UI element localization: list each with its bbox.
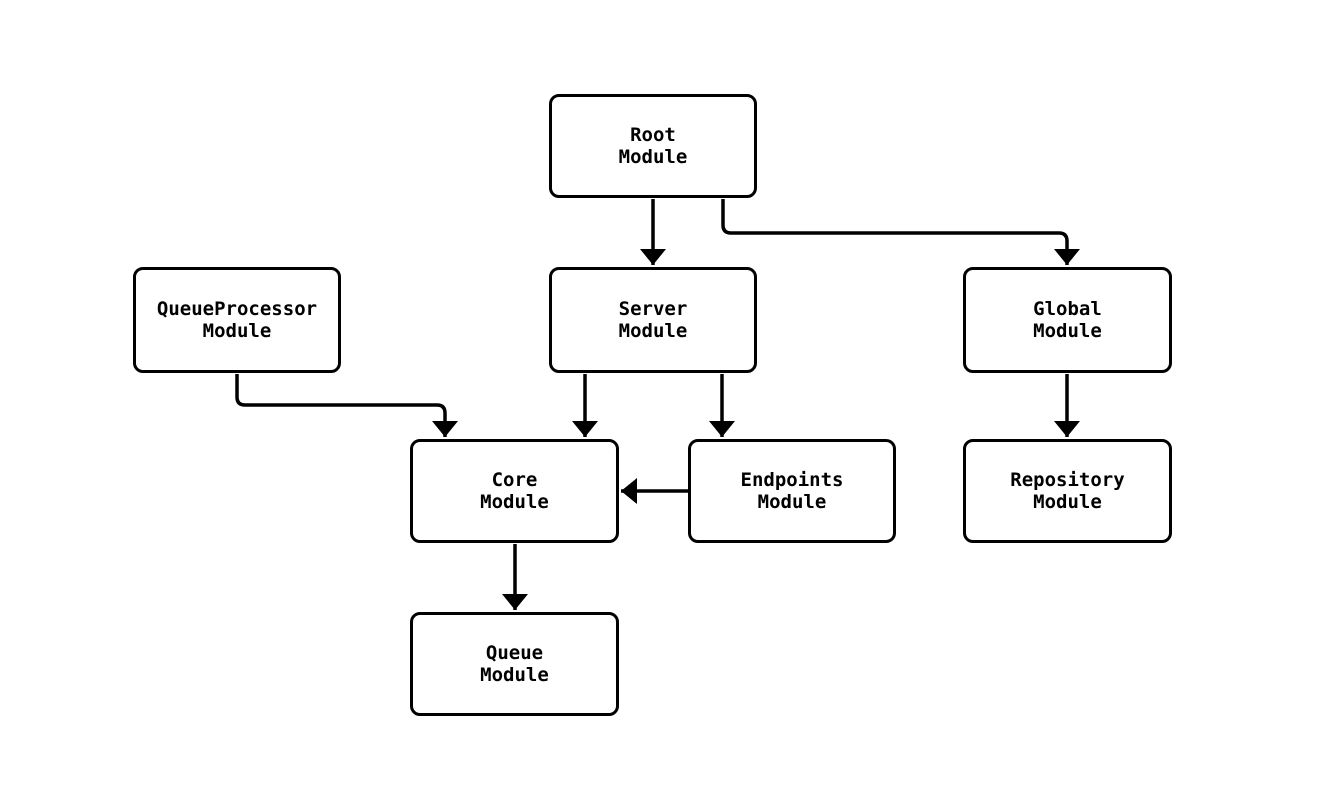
node-server-module-label: Server Module xyxy=(618,298,688,342)
node-queueprocessor-module: QueueProcessor Module xyxy=(133,267,341,373)
node-endpoints-module: Endpoints Module xyxy=(688,439,896,543)
node-repository-module-label: Repository Module xyxy=(1010,469,1125,513)
node-queueprocessor-module-label: QueueProcessor Module xyxy=(156,298,318,342)
node-core-module: Core Module xyxy=(410,439,619,543)
node-queue-module-label: Queue Module xyxy=(480,642,549,686)
node-server-module: Server Module xyxy=(549,267,757,373)
edge-root-to-global xyxy=(721,199,1080,265)
node-root-module: Root Module xyxy=(549,94,757,198)
node-repository-module: Repository Module xyxy=(963,439,1172,543)
node-queue-module: Queue Module xyxy=(410,612,619,716)
node-global-module: Global Module xyxy=(963,267,1172,373)
node-endpoints-module-label: Endpoints Module xyxy=(740,469,844,513)
edge-queueprocessor-to-core xyxy=(235,374,458,437)
node-global-module-label: Global Module xyxy=(1033,298,1102,342)
node-root-module-label: Root Module xyxy=(618,124,688,168)
node-core-module-label: Core Module xyxy=(480,469,549,513)
